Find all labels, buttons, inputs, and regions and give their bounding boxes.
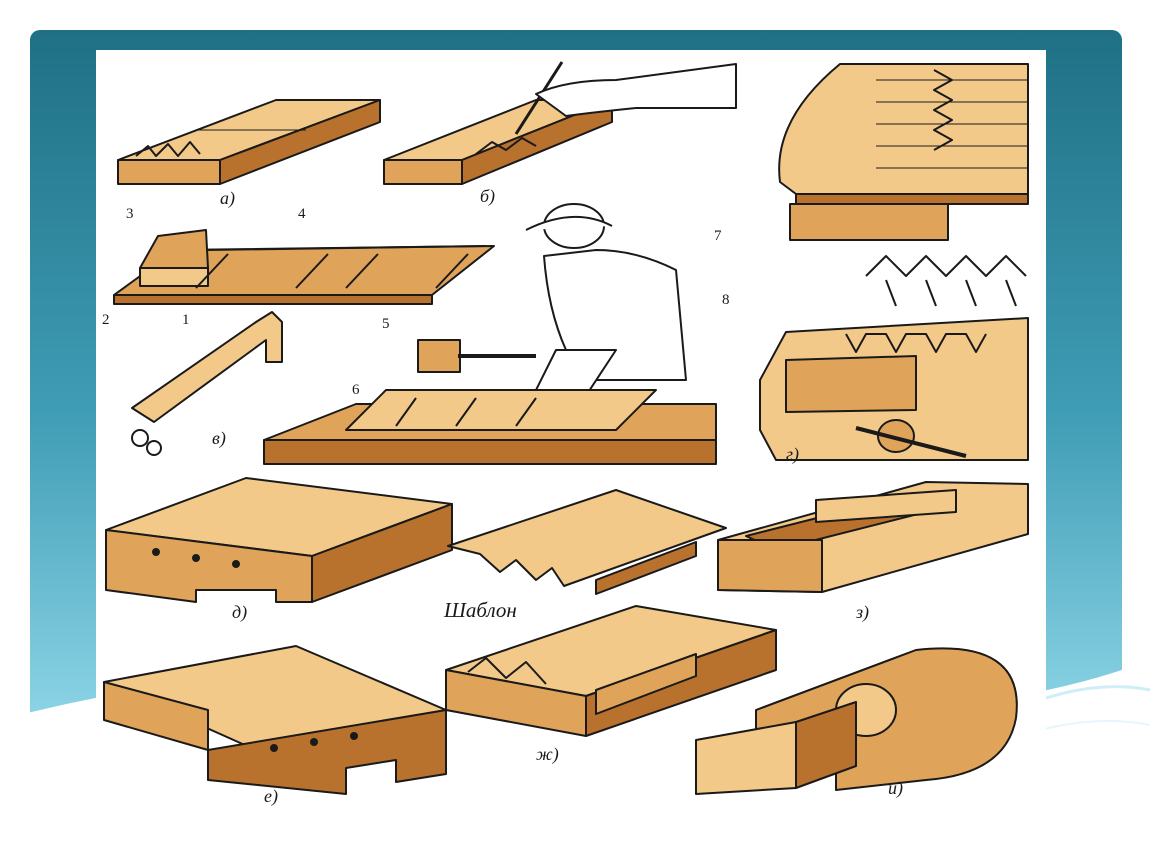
panel-label-z: з): [856, 602, 870, 622]
part-number-2: 2: [102, 312, 110, 328]
mallet-icon: [417, 339, 536, 373]
part-number-5: 5: [382, 316, 390, 332]
panel-label-g: г): [786, 444, 800, 464]
panel-label-d: д): [232, 602, 248, 622]
vise-screw-icon: [855, 419, 967, 458]
bench-6: [263, 389, 717, 465]
hand-with-pencil-icon: [514, 61, 737, 135]
part-number-3: 3: [126, 206, 134, 222]
joinery-illustration: а) б) в) г) д) ж) з) е) и) 1 2 3 4 5 6 7…: [96, 50, 1046, 808]
part-number-1: 1: [182, 312, 190, 328]
panel-label-i: и): [888, 778, 903, 798]
template-d: [105, 477, 453, 603]
panel-label-a: а): [220, 188, 235, 208]
template-e: [103, 645, 447, 795]
part-number-4: 4: [298, 206, 306, 222]
clamp-icon: [131, 311, 283, 456]
template-caption: Шаблон: [444, 598, 517, 622]
jig-v: [113, 229, 495, 305]
vise-bench-8: [759, 317, 1029, 461]
dovetail-board: [447, 489, 727, 595]
illustration-drawing: [103, 61, 1029, 795]
panel-label-v: в): [212, 428, 226, 448]
panel-label-b: б): [480, 186, 496, 206]
box-z: [717, 481, 1029, 593]
board-b: [383, 99, 613, 185]
part-number-6: 6: [352, 382, 360, 398]
panel-label-zh: ж): [536, 744, 559, 764]
panel-label-e: е): [264, 786, 278, 806]
cut-pins-row: [865, 255, 1027, 307]
template-zh: [445, 605, 777, 737]
wave-line: [1039, 720, 1150, 731]
board-a: [117, 99, 381, 185]
part-number-8: 8: [722, 292, 730, 308]
wave-line: [1039, 685, 1150, 702]
part-number-7: 7: [714, 228, 722, 244]
comb-board-7: [778, 63, 1029, 241]
log-icon: [695, 647, 1018, 795]
